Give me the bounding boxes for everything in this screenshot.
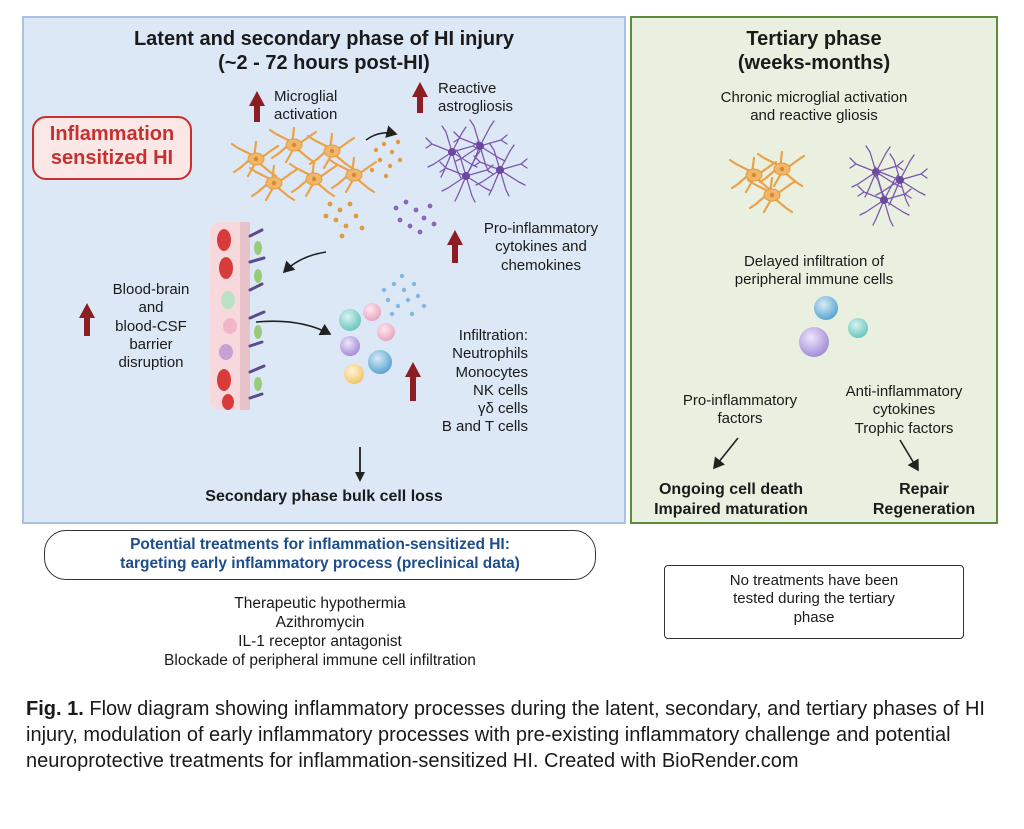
right-panel-title: Tertiary phase (weeks-months) [737, 28, 891, 75]
delayed-infiltration-label: Delayed infiltration of peripheral immun… [734, 253, 894, 289]
figure-label: Fig. 1. [26, 698, 84, 720]
ongoing-cell-death-label: Ongoing cell death Impaired maturation [654, 481, 808, 518]
treatment-item: Azithromycin [275, 613, 365, 631]
microglial-activation-label: Microglial activation [274, 88, 338, 124]
blood-vessel-icon [210, 222, 266, 410]
no-treatments-note: No treatments have been tested during th… [729, 572, 899, 626]
repair-regeneration-label: Repair Regeneration [872, 481, 976, 518]
cytokines-label: Pro-inflammatory cytokines and chemokine… [483, 220, 599, 274]
immune-cell-icon [339, 303, 395, 384]
treatment-item: Blockade of peripheral immune cell infil… [164, 651, 476, 669]
treatments-list: Therapeutic hypothermia Azithromycin IL-… [120, 595, 520, 671]
microglia-icon [728, 150, 806, 214]
treatments-title: Potential treatments for inflammation-se… [120, 536, 520, 572]
flow-arrows [255, 125, 919, 472]
inflammation-sensitized-box [32, 116, 192, 180]
chronic-activation-label: Chronic microglial activation and reacti… [720, 89, 908, 125]
treatment-item: IL-1 receptor antagonist [238, 632, 402, 650]
anti-inflammatory-label: Anti-inflammatory cytokines Trophic fact… [845, 383, 963, 437]
secondary-phase-label: Secondary phase bulk cell loss [205, 488, 443, 505]
no-treatments-box [664, 565, 964, 639]
infiltration-label: Infiltration: Neutrophils Monocytes NK c… [441, 327, 528, 436]
caption-text: Flow diagram showing inflammatory proces… [26, 698, 985, 772]
treatment-item: Therapeutic hypothermia [234, 595, 406, 612]
treatments-box [44, 530, 596, 580]
pro-inflammatory-factors-label: Pro-inflammatory factors [682, 392, 798, 428]
barrier-disruption-label: Blood-brain and blood-CSF barrier disrup… [112, 281, 190, 372]
tertiary-phase-panel [630, 16, 998, 524]
left-panel-title: Latent and secondary phase of HI injury … [133, 28, 515, 75]
figure-caption: Fig. 1. Flow diagram showing inflammator… [26, 696, 1002, 774]
cytokine-dots-icon [323, 139, 437, 317]
latent-secondary-phase-panel [22, 16, 626, 524]
immune-cell-icon [799, 296, 868, 357]
microglia-icon [230, 126, 378, 202]
astrocyte-icon [425, 119, 528, 203]
astrocyte-icon [849, 145, 928, 227]
reactive-astrogliosis-label: Reactive astrogliosis [438, 80, 514, 116]
up-arrow-icon [79, 82, 463, 401]
down-arrow-icon [355, 447, 365, 482]
inflammation-sensitized-label: Inflammation sensitized HI [49, 123, 175, 170]
